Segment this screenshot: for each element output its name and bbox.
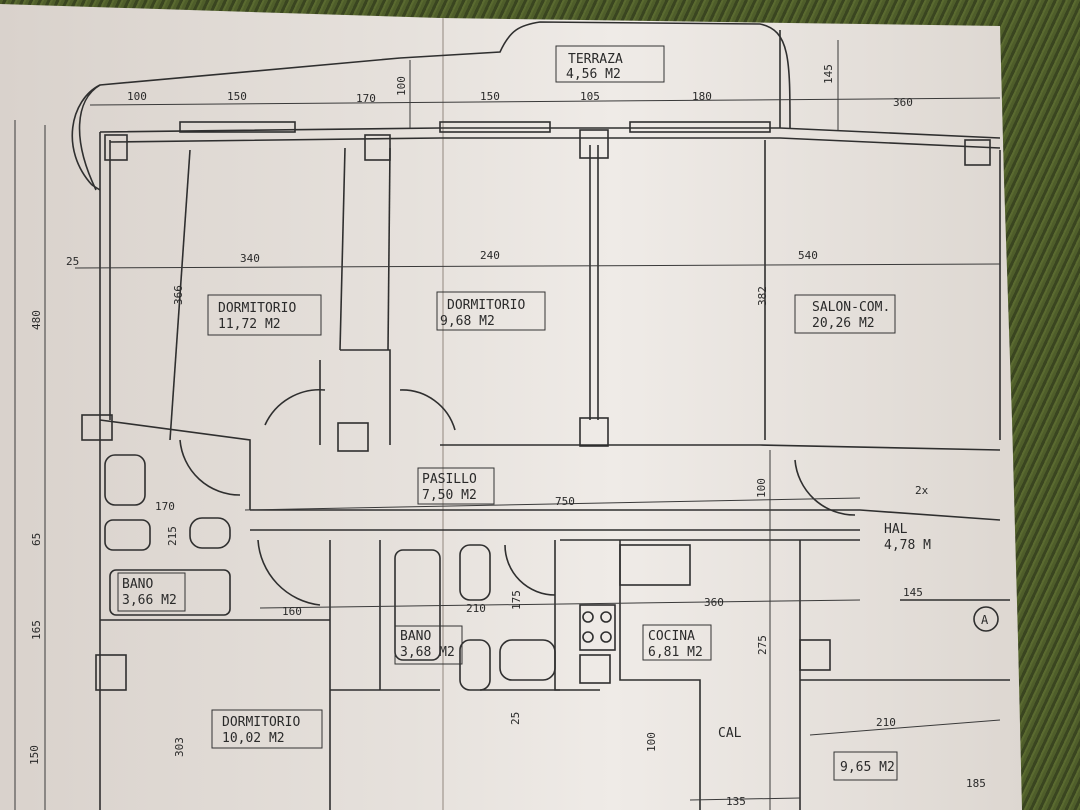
dim-label: 25 bbox=[66, 255, 79, 268]
dim-label: 382 bbox=[756, 286, 769, 306]
dorm2-name: DORMITORIO bbox=[447, 298, 525, 313]
salon-name: SALON-COM. bbox=[812, 300, 890, 315]
dim-label: 65 bbox=[30, 533, 43, 546]
dim-label: 160 bbox=[282, 605, 302, 618]
cal-label: CAL bbox=[718, 726, 742, 741]
bano2-area: 3,68 M2 bbox=[400, 645, 455, 660]
dim-label: 210 bbox=[876, 716, 896, 729]
cocina-box bbox=[642, 624, 712, 661]
dim-label: 150 bbox=[28, 745, 41, 765]
dorm1-area: 11,72 M2 bbox=[218, 317, 281, 332]
marker-circle bbox=[973, 606, 999, 632]
dim-label: 240 bbox=[480, 249, 500, 262]
terraza-name: TERRAZA bbox=[568, 52, 623, 67]
dim-label: 145 bbox=[822, 64, 835, 84]
dim-label: 185 bbox=[966, 777, 986, 790]
dim-label: 210 bbox=[466, 602, 486, 615]
dim-label: 340 bbox=[240, 252, 260, 265]
dorm2-area: 9,68 M2 bbox=[440, 314, 495, 329]
pasillo-name: PASILLO bbox=[422, 472, 477, 487]
walls bbox=[71, 21, 1010, 810]
dim-label: 135 bbox=[726, 795, 746, 808]
dim-label: 360 bbox=[704, 596, 724, 609]
dorm3-box bbox=[211, 709, 323, 749]
dim-label: 175 bbox=[510, 590, 523, 610]
terraza-area: 4,56 M2 bbox=[566, 67, 621, 82]
dorm1-name: DORMITORIO bbox=[218, 301, 296, 316]
dim-label: 170 bbox=[155, 500, 175, 513]
cocina-name: COCINA bbox=[648, 629, 695, 644]
dim-label: 105 bbox=[580, 90, 600, 103]
dim-label: 215 bbox=[166, 526, 179, 546]
dim-label: 366 bbox=[172, 285, 185, 305]
bano1-box bbox=[117, 572, 186, 612]
dim-label: 170 bbox=[356, 92, 376, 105]
room-br-area: 9,65 M2 bbox=[840, 760, 895, 775]
dim-label: 100 bbox=[395, 76, 408, 96]
dim-label: 360 bbox=[893, 96, 913, 109]
salon-box bbox=[794, 294, 896, 334]
cocina-area: 6,81 M2 bbox=[648, 645, 703, 660]
dim-label: 540 bbox=[798, 249, 818, 262]
dim-label: 150 bbox=[480, 90, 500, 103]
dorm3-area: 10,02 M2 bbox=[222, 731, 285, 746]
dim-label: 303 bbox=[173, 737, 186, 757]
bano2-box bbox=[394, 625, 463, 665]
dorm3-name: DORMITORIO bbox=[222, 715, 300, 730]
paper bbox=[0, 4, 1022, 810]
dim-label: 145 bbox=[903, 586, 923, 599]
terraza-box bbox=[555, 45, 665, 83]
room-br-box bbox=[833, 751, 898, 781]
pasillo-area: 7,50 M2 bbox=[422, 488, 477, 503]
dorm1-box bbox=[207, 294, 322, 336]
bano1-name: BANO bbox=[122, 577, 153, 592]
dim-label: 100 bbox=[645, 732, 658, 752]
dimension-lines bbox=[14, 40, 1001, 810]
dim-label: 750 bbox=[555, 495, 575, 508]
marker-label: A bbox=[981, 613, 989, 627]
dorm2-box bbox=[436, 291, 546, 331]
dim-label: 100 bbox=[755, 478, 768, 498]
dim-label: 25 bbox=[509, 712, 522, 725]
bano2-name: BANO bbox=[400, 629, 431, 644]
dim-label: 480 bbox=[30, 310, 43, 330]
bano1-area: 3,66 M2 bbox=[122, 593, 177, 608]
hall-name: HAL bbox=[884, 522, 908, 537]
salon-area: 20,26 M2 bbox=[812, 316, 875, 331]
dim-label: 100 bbox=[127, 90, 147, 103]
dim-label: 275 bbox=[756, 635, 769, 655]
pasillo-box bbox=[417, 467, 495, 505]
dim-label: 150 bbox=[227, 90, 247, 103]
hall-area: 4,78 M bbox=[884, 538, 931, 553]
dim-label: 165 bbox=[30, 620, 43, 640]
dim-label: 2x bbox=[915, 484, 929, 497]
dim-label: 180 bbox=[692, 90, 712, 103]
